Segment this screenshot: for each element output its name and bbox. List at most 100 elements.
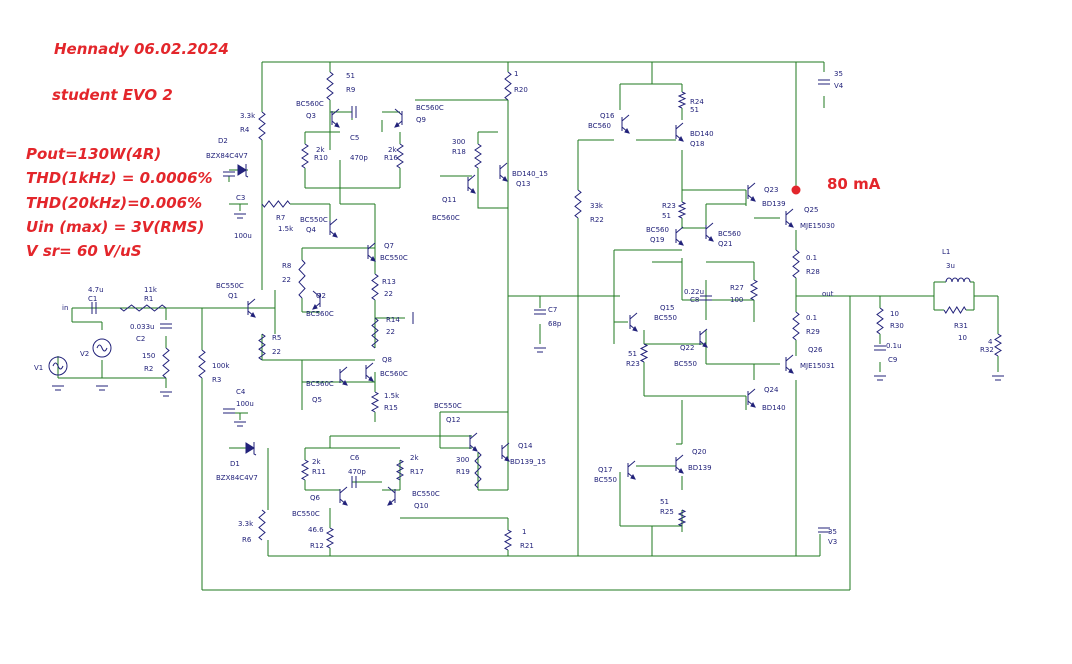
label-r25v: 51 (660, 498, 669, 506)
q8-transistor (368, 376, 374, 382)
label-r15: R15 (384, 404, 398, 412)
q18-transistor (678, 136, 684, 142)
label-q12: Q12 (446, 416, 460, 424)
label-r1: R1 (144, 295, 153, 303)
label-r2v: 150 (142, 352, 155, 360)
q21-transistor (708, 236, 714, 242)
r30-resistor (876, 307, 884, 335)
r31-resistor (943, 306, 967, 314)
q23-transistor (750, 196, 756, 202)
r10-resistor (301, 143, 309, 169)
q18-transistor (675, 122, 684, 130)
label-r32: R32 (980, 346, 994, 354)
label-out: out (822, 290, 834, 298)
label-d1v: BZX84C4V7 (216, 474, 258, 482)
q12-transistor (472, 446, 478, 452)
label-q4a: BC550C (300, 216, 328, 224)
label-r14: R14 (386, 316, 400, 324)
label-c7: C7 (548, 306, 557, 314)
label-q22: Q22 (680, 344, 694, 352)
label-q18: Q18 (690, 140, 704, 148)
r21-resistor (503, 529, 513, 551)
label-q3: Q3 (306, 112, 316, 120)
q26-transistor (788, 368, 794, 374)
label-q1: Q1 (228, 292, 238, 300)
label-r17: R17 (410, 468, 424, 476)
q22-transistor (699, 328, 708, 336)
label-c5: C5 (350, 134, 359, 142)
label-l1v: 3u (946, 262, 955, 270)
q3-transistor (331, 108, 340, 116)
label-r9v: 51 (346, 72, 355, 80)
r2-resistor (162, 347, 170, 379)
q25-transistor (788, 222, 794, 228)
r9-resistor (326, 71, 334, 101)
r3-resistor (198, 349, 206, 379)
label-q22a: BC550 (674, 360, 697, 368)
label-q19: Q19 (650, 236, 664, 244)
q12-transistor (469, 432, 478, 440)
label-q8a: BC560C (380, 370, 408, 378)
r32-resistor (994, 333, 1002, 357)
spec-output-power: Pout=130W(4R) (26, 145, 162, 163)
label-r8: R8 (282, 262, 291, 270)
label-q20: Q20 (692, 448, 706, 456)
label-c4v: 100u (236, 400, 254, 408)
q15-transistor (632, 326, 638, 332)
label-r14v: 22 (386, 328, 395, 336)
q7-transistor (367, 242, 376, 250)
label-q15: Q15 (660, 304, 674, 312)
q19-transistor (678, 240, 684, 246)
q17-transistor (630, 474, 636, 480)
label-v2: V2 (80, 350, 89, 358)
label-q17a: BC550 (594, 476, 617, 484)
d1-zener-diode (245, 442, 255, 454)
label-r27: R27 (730, 284, 744, 292)
q26-transistor (785, 354, 794, 362)
label-v1: V1 (34, 364, 43, 372)
label-q2: Q2 (316, 292, 326, 300)
v1-source (48, 356, 68, 376)
label-d2v: BZX84C4V7 (206, 152, 248, 160)
r14-resistor (371, 317, 379, 349)
label-c9v: 0.1u (886, 342, 902, 350)
label-r23: R23 (662, 202, 676, 210)
r11-resistor (300, 459, 310, 481)
label-q13: Q13 (516, 180, 530, 188)
label-q9: Q9 (416, 116, 426, 124)
q17-transistor (627, 460, 636, 468)
label-r10: R10 (314, 154, 328, 162)
label-r10v: 2k (316, 146, 325, 154)
d2-zener-diode (237, 164, 247, 176)
q22-transistor (702, 342, 708, 348)
label-r12: R12 (310, 542, 324, 550)
label-r5v: 22 (272, 348, 281, 356)
label-r1v: 11k (144, 286, 158, 294)
q9-transistor (394, 122, 400, 128)
label-c1: C1 (88, 295, 97, 303)
q5-transistor (342, 380, 348, 386)
q8-transistor (365, 362, 374, 370)
label-q8: Q8 (382, 356, 392, 364)
r17-resistor (395, 459, 405, 481)
label-q11: Q11 (442, 196, 456, 204)
bias-current-note: 80 mA (827, 175, 881, 193)
q24-transistor (747, 388, 756, 396)
q1-transistor (250, 312, 256, 318)
r5-resistor (258, 333, 266, 361)
label-r20: R20 (514, 86, 528, 94)
label-r2: R2 (144, 365, 153, 373)
label-r19: R19 (456, 468, 470, 476)
label-q20a: BD139 (688, 464, 712, 472)
q25-transistor (785, 208, 794, 216)
label-c8v: 0.22u (684, 288, 704, 296)
r16-resistor (396, 143, 404, 169)
label-q18a: BD140 (690, 130, 714, 138)
r22-resistor (574, 189, 582, 219)
label-r9: R9 (346, 86, 355, 94)
label-r7: R7 (276, 214, 285, 222)
label-q10a: BC550C (412, 490, 440, 498)
label-c8: C8 (690, 296, 699, 304)
label-q14a: BD139_15 (510, 458, 546, 466)
